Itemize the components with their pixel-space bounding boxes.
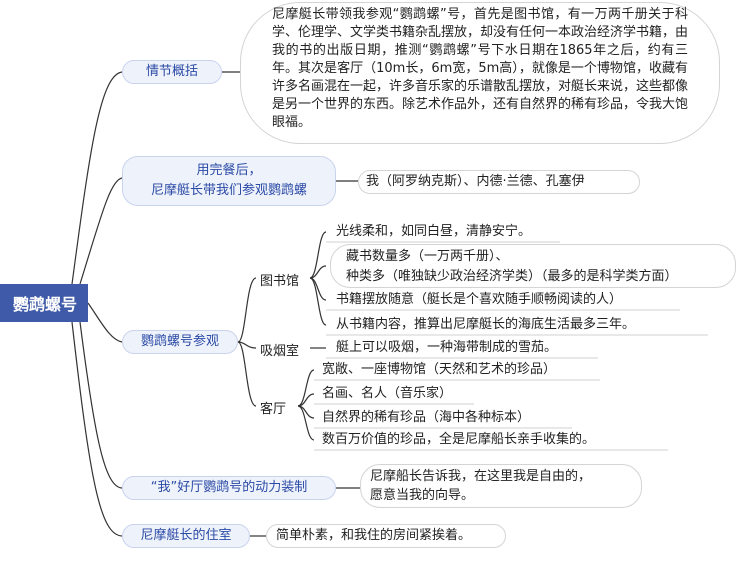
branch-label-line1: 用完餐后， xyxy=(196,163,262,178)
root-node[interactable]: 鹦鹉螺号 xyxy=(0,284,88,322)
library-item-arrangement: 书籍摆放随意（艇长是个喜欢随手顺畅阅读的人） xyxy=(336,292,623,307)
library-item-variety: 种类多（唯独缺少政治经济学类）（最多的是科学类方面） xyxy=(346,269,678,284)
branch-label: “我”好厅鹦鹉号的动力装制 xyxy=(150,480,308,495)
summary-bubble xyxy=(240,2,720,144)
smoking-item: 艇上可以吸烟，一种海带制成的雪茄。 xyxy=(336,340,558,355)
participants-leaf: 我（阿罗纳克斯）、内德·兰德、孔塞伊 xyxy=(366,174,585,189)
room-bubble xyxy=(266,524,506,548)
branch-plot-summary[interactable]: 情节概括 xyxy=(122,60,222,84)
guide-leaf-line1: 尼摩船长告诉我，在这里我是自由的， xyxy=(370,469,592,484)
room-smoking: 吸烟室 xyxy=(260,344,300,359)
branch-nautilus-tour[interactable]: 鹦鹉螺号参观 xyxy=(122,330,238,354)
summary-text: 尼摩艇长带领我参观“鹦鹉螺”号，首先是图书馆，有一万两千册关于科学、伦理学、文学… xyxy=(272,7,689,130)
branch-label: 情节概括 xyxy=(145,64,198,79)
guide-leaf-line2: 愿意当我的向导。 xyxy=(370,488,475,503)
guide-bubble xyxy=(360,464,642,508)
branch-tour-start[interactable]: 用完餐后， 尼摩艇长带我们参观鹦鹉螺 xyxy=(122,156,336,206)
root-label: 鹦鹉螺号 xyxy=(12,295,77,314)
branch-label-line2: 尼摩艇长带我们参观鹦鹉螺 xyxy=(150,183,307,198)
branch-label: 鹦鹉螺号参观 xyxy=(140,334,219,349)
parlor-item-museum: 宽敞、一座博物馆（天然和艺术的珍品） xyxy=(322,362,557,377)
room-parlor: 客厅 xyxy=(260,402,287,417)
branch-power-plant[interactable]: “我”好厅鹦鹉号的动力装制 xyxy=(122,476,336,500)
parlor-item-specimens: 自然界的稀有珍品（海中各种标本） xyxy=(322,410,531,425)
room-library: 图书馆 xyxy=(260,274,300,289)
participants-bubble xyxy=(358,170,640,194)
library-quantity-bubble xyxy=(330,244,736,288)
library-item-quantity: 藏书数量多（一万两千册）、 xyxy=(346,249,509,264)
library-item-light: 光线柔和，如同白昼，清静安宁。 xyxy=(336,224,532,239)
parlor-item-treasures: 数百万价值的珍品，全是尼摩船长亲手收集的。 xyxy=(322,432,596,447)
branch-label: 尼摩艇长的住室 xyxy=(140,528,232,543)
room-leaf: 简单朴素，和我住的房间紧挨着。 xyxy=(276,528,472,543)
library-item-inference: 从书籍内容，推算出尼摩艇长的海底生活最多三年。 xyxy=(336,317,636,332)
parlor-item-paintings: 名画、名人（音乐家） xyxy=(322,386,453,401)
branch-captain-room[interactable]: 尼摩艇长的住室 xyxy=(122,524,250,548)
